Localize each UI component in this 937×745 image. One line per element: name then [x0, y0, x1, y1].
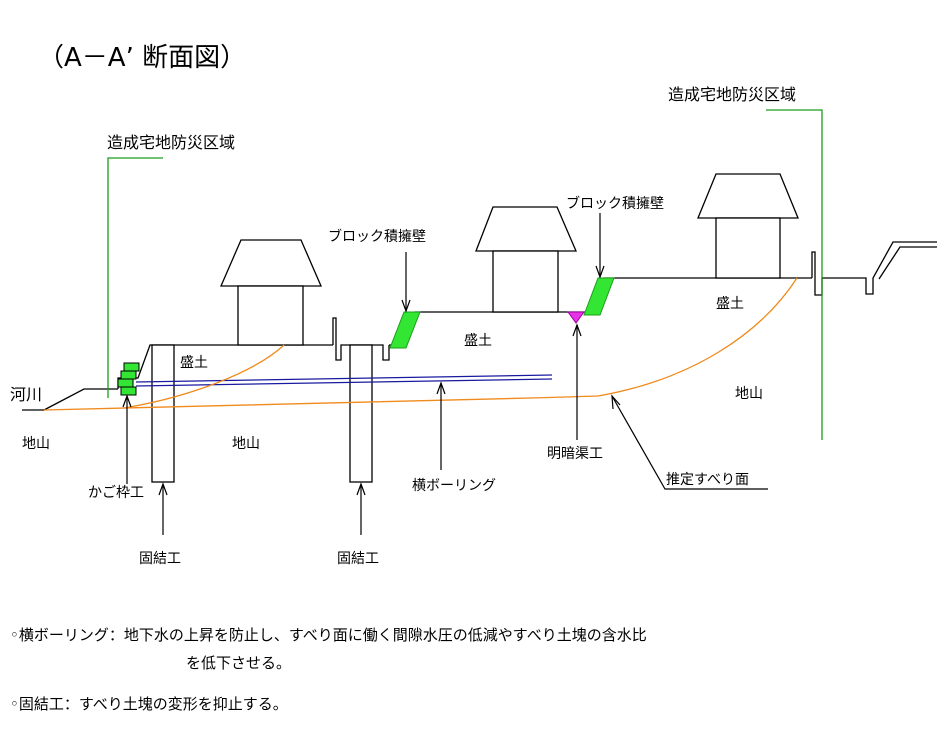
zone-label-right: 造成宅地防災区域: [668, 85, 796, 104]
underdrain-marker: [567, 311, 585, 324]
pile-left: [151, 344, 175, 483]
house-3: [697, 173, 799, 279]
block-wall-label-2: ブロック積擁壁: [566, 195, 664, 212]
fill-label-2: 盛土: [464, 333, 492, 349]
horizontal-borings: [135, 374, 553, 387]
pointer-arrows: [122, 213, 768, 535]
gabion-works: [117, 362, 140, 396]
note-boring-line1: ◦横ボーリング：地下水の上昇を防止し、すべり面に働く間隙水圧の低減やすべり土塊の…: [10, 626, 647, 644]
block-retaining-wall-1: [389, 311, 421, 349]
note-boring-line2: を低下させる。: [186, 654, 291, 672]
block-wall-label-1: ブロック積擁壁: [328, 228, 426, 245]
horizontal-boring-label: 横ボーリング: [412, 478, 496, 494]
fill-label-3: 盛土: [716, 296, 744, 312]
ground-label-1: 地山: [22, 436, 50, 452]
house-1: [220, 239, 322, 346]
block-retaining-wall-2: [583, 277, 615, 316]
house-2: [475, 206, 577, 313]
ground-label-2: 地山: [232, 436, 260, 452]
diagram-title: （A－A’ 断面図）: [38, 43, 246, 73]
fill-label-1: 盛土: [180, 355, 208, 371]
zone-boundary-left: [107, 157, 163, 398]
estimated-slip-surface: [43, 277, 798, 411]
pile-label-1: 固結工: [139, 551, 181, 567]
zone-label-left: 造成宅地防災区域: [107, 133, 235, 152]
gabion-label: かご枠工: [88, 485, 144, 501]
ground-label-3: 地山: [735, 386, 763, 402]
underdrain-label: 明暗渠工: [547, 446, 603, 462]
pile-middle: [349, 344, 373, 483]
pile-label-2: 固結工: [337, 551, 379, 567]
river-label: 河川: [10, 385, 42, 404]
slip-surface-label: 推定すべり面: [666, 472, 749, 488]
zone-boundary-right: [766, 109, 823, 440]
note-pile: ◦固結工：すべり土塊の変形を抑止する。: [10, 695, 288, 713]
